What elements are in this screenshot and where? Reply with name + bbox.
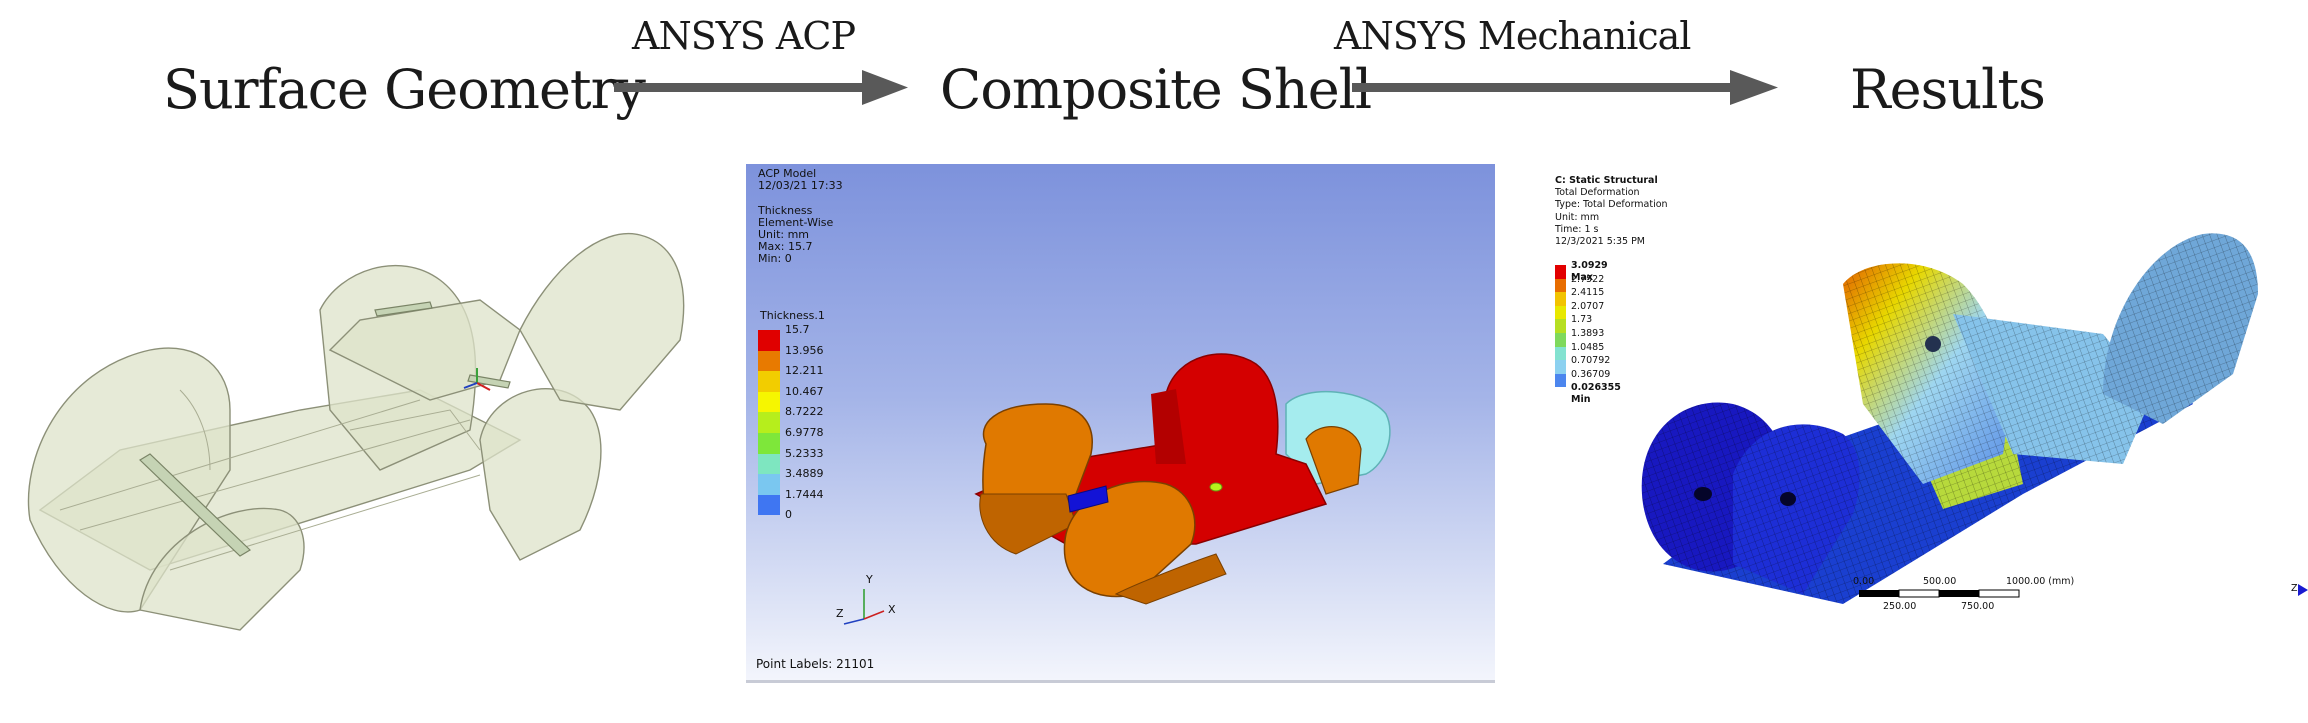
mech-legend-swatch [1555, 373, 1566, 388]
mech-date: 12/3/2021 5:35 PM [1555, 236, 1646, 248]
mech-legend-swatch [1555, 305, 1566, 320]
acp-legend-swatch [758, 453, 780, 475]
acp-legend-label: 6.9778 [785, 425, 824, 439]
mech-legend-label: 3.0929 Max [1571, 260, 1608, 283]
mech-time: Time: 1 s [1555, 223, 1599, 235]
acp-composite-model [843, 353, 1391, 625]
acp-legend-label: 12.211 [785, 364, 824, 378]
mech-axis-z: Z [2291, 583, 2298, 594]
stage-surface-geometry: Surface Geometry [163, 58, 646, 121]
acp-legend-swatch [758, 371, 780, 392]
mech-scale-250: 250.00 [1883, 601, 1917, 612]
acp-date: 12/03/21 17:33 [758, 179, 843, 192]
mech-legend-swatch [1555, 278, 1566, 293]
mech-result-name: Total Deformation [1555, 187, 1640, 199]
mech-scale-500: 500.00 [1923, 576, 1957, 587]
surface-geometry-model [27, 232, 685, 631]
tool-label-acp: ANSYS ACP [632, 14, 856, 58]
mech-legend-swatch [1555, 292, 1566, 306]
mech-analysis-name: C: Static Structural [1555, 175, 1658, 186]
acp-point-labels: Point Labels: 21101 [756, 657, 875, 671]
acp-legend-swatch [758, 494, 780, 516]
acp-legend-label: 3.4889 [785, 467, 824, 481]
mech-legend-label: 2.4115 [1571, 287, 1605, 299]
acp-info-block: ACP Model 12/03/21 17:33 Thickness Eleme… [758, 168, 843, 265]
mech-legend-label: 0.36709 [1571, 368, 1611, 380]
mech-legend-label: 1.73 [1571, 314, 1593, 326]
mech-scale-0: 0.00 [1853, 576, 1875, 587]
acp-legend-label: 13.956 [785, 343, 824, 357]
acp-legend-label: 8.7222 [785, 405, 824, 419]
acp-max: Max: 15.7 [758, 240, 813, 253]
acp-legend-swatch [758, 432, 780, 454]
mech-legend-label: 2.7522 [1571, 273, 1605, 285]
mech-info-block: C: Static Structural Total Deformation T… [1555, 175, 1668, 248]
stage-composite-shell: Composite Shell [940, 58, 1372, 121]
tool-label-mechanical: ANSYS Mechanical [1334, 14, 1691, 58]
arrow-mechanical [1352, 70, 1778, 105]
mech-legend-label: 0.70792 [1571, 355, 1611, 367]
acp-unit: Unit: mm [758, 228, 810, 241]
mech-scale-1000: 1000.00 (mm) [2006, 576, 2075, 587]
mech-deformed-model [1641, 233, 2308, 604]
acp-model-name: ACP Model [758, 167, 817, 180]
acp-legend-swatch [758, 391, 780, 413]
mech-legend-swatch [1555, 319, 1566, 333]
mech-legend-swatch [1555, 265, 1566, 279]
mech-legend-swatch [1555, 346, 1566, 361]
acp-legend-label: 0 [785, 508, 792, 522]
mech-legend-swatch [1555, 332, 1566, 347]
mechanical-viewport: C: Static Structural Total Deformation T… [1543, 164, 2308, 680]
acp-triad-y: Y [866, 573, 873, 586]
acp-triad-x: X [888, 603, 896, 616]
arrow-acp [614, 70, 908, 105]
mech-result-type: Type: Total Deformation [1555, 199, 1668, 211]
acp-viewport: ACP Model 12/03/21 17:33 Thickness Eleme… [746, 164, 1495, 683]
acp-legend-label: 10.467 [785, 384, 824, 398]
mech-unit: Unit: mm [1555, 211, 1600, 223]
acp-legend-label: 1.7444 [785, 487, 824, 501]
acp-mode: Element-Wise [758, 216, 834, 229]
mech-legend-swatch [1555, 360, 1566, 374]
acp-legend-title: Thickness.1 [760, 309, 825, 322]
mech-legend-label: 1.0485 [1571, 341, 1605, 353]
mech-legend-label: 0.026355 Min [1571, 382, 1621, 406]
mech-legend-label: 2.0707 [1571, 300, 1605, 312]
acp-legend-swatch [758, 350, 780, 372]
acp-legend-label: 15.7 [785, 323, 810, 336]
acp-triad-z: Z [836, 607, 844, 620]
mech-scale-750: 750.00 [1961, 601, 1995, 612]
acp-min: Min: 0 [758, 252, 792, 265]
acp-legend-label: 5.2333 [785, 446, 824, 460]
surface-geometry-view [0, 210, 720, 650]
acp-legend-swatch [758, 474, 780, 495]
acp-legend-swatch [758, 412, 780, 433]
mech-legend-label: 1.3893 [1571, 327, 1605, 339]
stage-results: Results [1850, 58, 2046, 121]
acp-legend-swatch [758, 330, 780, 351]
acp-quantity: Thickness [758, 204, 813, 217]
